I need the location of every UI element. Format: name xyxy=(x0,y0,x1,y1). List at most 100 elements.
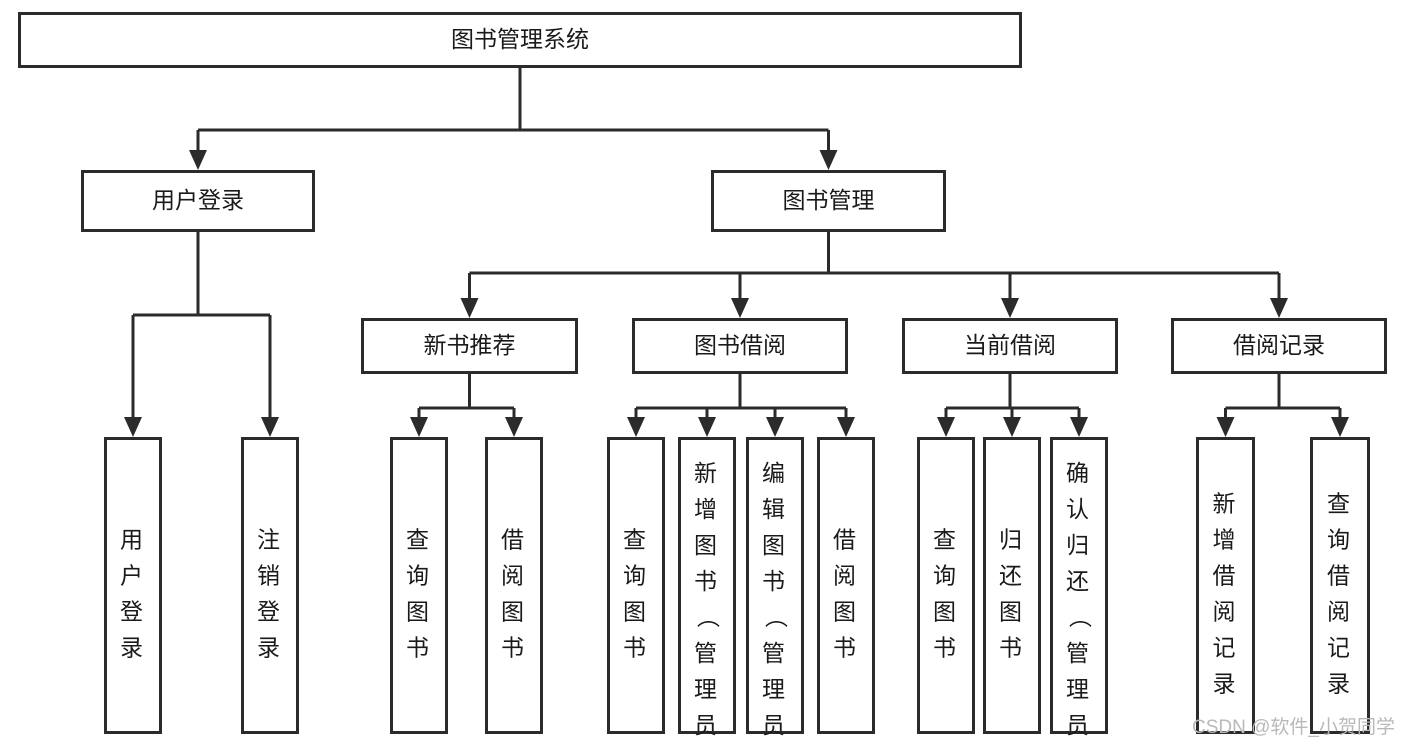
edge-group xyxy=(1216,374,1349,437)
svg-text:图: 图 xyxy=(833,599,859,625)
svg-text:借: 借 xyxy=(1327,563,1353,589)
svg-text:查: 查 xyxy=(623,527,649,553)
svg-text:书: 书 xyxy=(999,635,1025,661)
arrow-head-icon xyxy=(410,417,428,437)
svg-text:理: 理 xyxy=(762,676,788,702)
node-label: 图书借阅 xyxy=(694,332,786,358)
svg-text:增: 增 xyxy=(1213,527,1239,553)
svg-text:注: 注 xyxy=(257,527,283,553)
svg-text:新: 新 xyxy=(694,460,720,486)
arrow-head-icon xyxy=(1216,417,1235,437)
svg-text:书: 书 xyxy=(694,568,720,594)
svg-text:员: 员 xyxy=(1066,712,1092,738)
svg-text:阅: 阅 xyxy=(1327,599,1353,625)
svg-text:记: 记 xyxy=(1327,635,1353,661)
svg-text:（: （ xyxy=(763,605,789,631)
svg-text:理: 理 xyxy=(694,676,720,702)
svg-text:编: 编 xyxy=(762,460,788,486)
arrow-head-icon xyxy=(1003,417,1021,437)
arrow-head-icon xyxy=(261,417,279,437)
edge-group xyxy=(627,374,855,437)
svg-text:户: 户 xyxy=(120,563,146,589)
svg-text:图: 图 xyxy=(933,599,959,625)
arrow-head-icon xyxy=(937,417,955,437)
level2-node-1[interactable]: 图书管理 xyxy=(711,170,946,232)
svg-text:询: 询 xyxy=(623,563,649,589)
svg-text:录: 录 xyxy=(1327,671,1353,697)
svg-text:书: 书 xyxy=(406,635,432,661)
svg-text:书: 书 xyxy=(833,635,859,661)
svg-text:归: 归 xyxy=(1066,532,1092,558)
svg-text:询: 询 xyxy=(406,563,432,589)
svg-text:借: 借 xyxy=(501,527,527,553)
svg-text:书: 书 xyxy=(501,635,527,661)
leaf-label-vertical: 用户登录 xyxy=(120,527,146,661)
svg-text:用: 用 xyxy=(120,527,146,553)
svg-text:辑: 辑 xyxy=(762,496,788,522)
leaf-node-box[interactable]: 用户登录 xyxy=(104,437,162,734)
arrow-head-icon xyxy=(505,417,523,437)
arrow-head-icon xyxy=(1331,417,1349,437)
edge-group xyxy=(937,374,1088,437)
svg-text:销: 销 xyxy=(257,563,283,589)
svg-text:管: 管 xyxy=(694,640,720,666)
svg-text:书: 书 xyxy=(933,635,959,661)
svg-text:登: 登 xyxy=(257,599,283,625)
root-node-book-management-system[interactable]: 图书管理系统 xyxy=(18,12,1022,68)
svg-text:书: 书 xyxy=(762,568,788,594)
svg-text:书: 书 xyxy=(623,635,649,661)
edge-group xyxy=(189,68,838,170)
svg-text:登: 登 xyxy=(120,599,146,625)
level3-node-3[interactable]: 借阅记录 xyxy=(1171,318,1387,374)
edge-group xyxy=(410,374,523,437)
svg-text:阅: 阅 xyxy=(501,563,527,589)
level2-node-0[interactable]: 用户登录 xyxy=(81,170,315,232)
level3-node-1[interactable]: 图书借阅 xyxy=(632,318,848,374)
svg-text:录: 录 xyxy=(257,635,283,661)
arrow-head-icon xyxy=(819,150,838,170)
svg-text:图: 图 xyxy=(501,599,527,625)
svg-text:阅: 阅 xyxy=(833,563,859,589)
svg-text:查: 查 xyxy=(1327,491,1353,517)
svg-text:员: 员 xyxy=(694,712,720,738)
svg-text:归: 归 xyxy=(999,527,1025,553)
svg-text:询: 询 xyxy=(1327,527,1353,553)
svg-text:管: 管 xyxy=(762,640,788,666)
svg-text:查: 查 xyxy=(933,527,959,553)
svg-text:管: 管 xyxy=(1066,640,1092,666)
svg-text:新: 新 xyxy=(1213,491,1239,517)
svg-text:录: 录 xyxy=(1213,671,1239,697)
arrow-head-icon xyxy=(1270,298,1288,318)
arrow-head-icon xyxy=(837,417,855,437)
arrow-head-icon xyxy=(731,298,749,318)
node-label: 用户登录 xyxy=(152,187,244,213)
svg-text:（: （ xyxy=(1067,605,1093,631)
level3-node-2[interactable]: 当前借阅 xyxy=(902,318,1118,374)
connector-edges xyxy=(124,68,1349,437)
level3-node-0[interactable]: 新书推荐 xyxy=(361,318,578,374)
arrow-head-icon xyxy=(627,417,645,437)
